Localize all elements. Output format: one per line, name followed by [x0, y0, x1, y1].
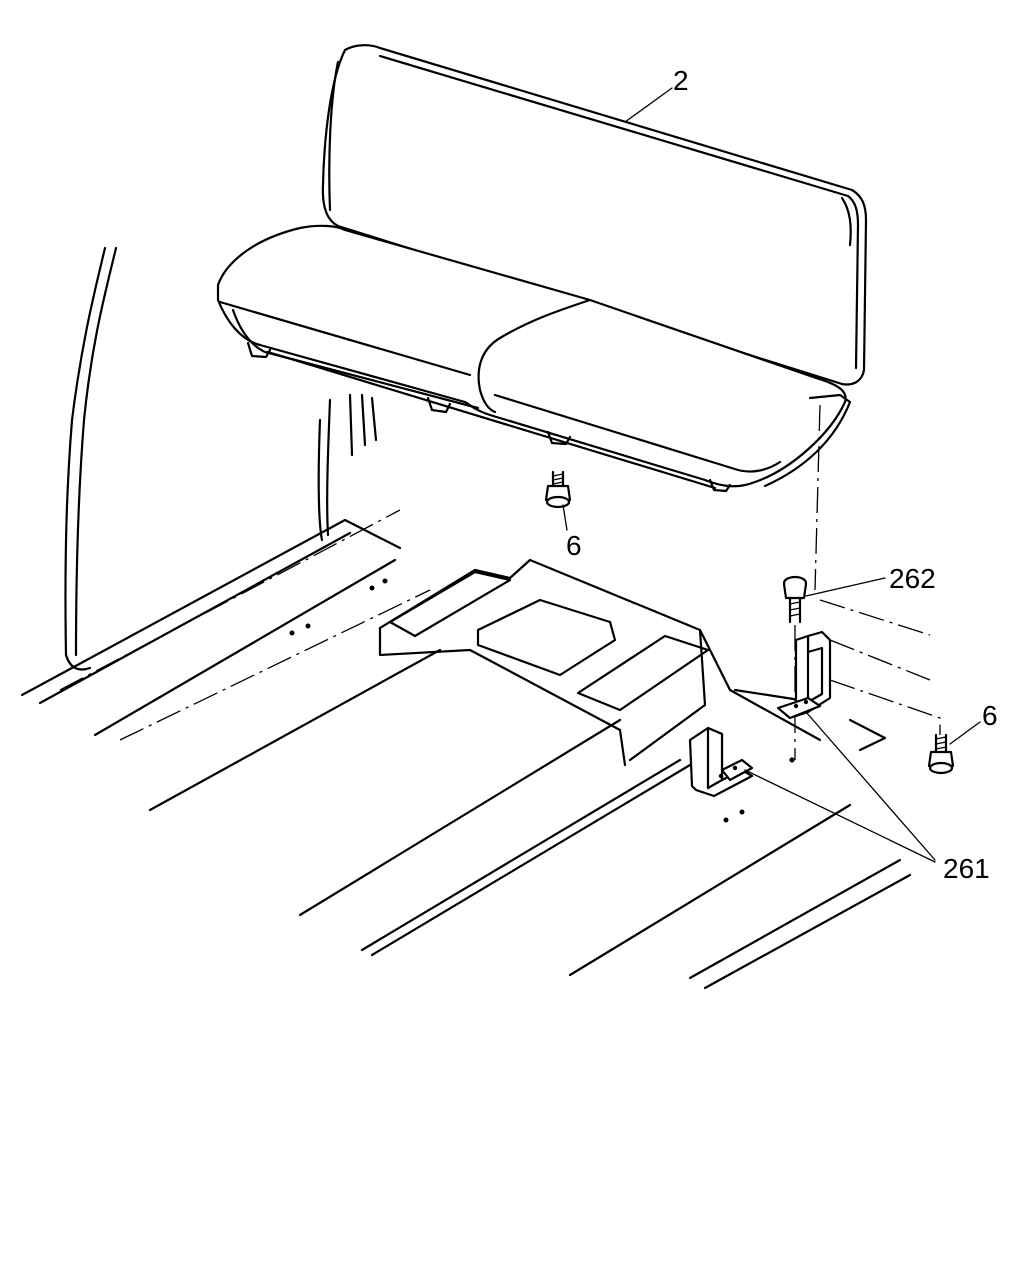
cab-floor-pan	[20, 509, 931, 990]
callout-bolt-right: 6	[982, 700, 998, 731]
flange-bolt-center	[544, 470, 572, 509]
callout-leaders	[562, 87, 981, 863]
seatback	[321, 44, 868, 386]
seat-bracket-left	[688, 726, 754, 798]
seat-to-bracket-leader	[814, 404, 821, 591]
cab-side-wall	[64, 246, 378, 671]
flange-bolt-right	[829, 679, 955, 775]
seat-bracket-right	[776, 630, 832, 720]
seat-cushion	[216, 224, 847, 488]
callout-bolt-center: 6	[566, 530, 582, 561]
callout-seat: 2	[673, 65, 689, 96]
bench-seat-assembly	[216, 44, 868, 493]
callout-bolt-262: 262	[889, 563, 936, 594]
callout-brackets-261: 261	[943, 853, 990, 884]
